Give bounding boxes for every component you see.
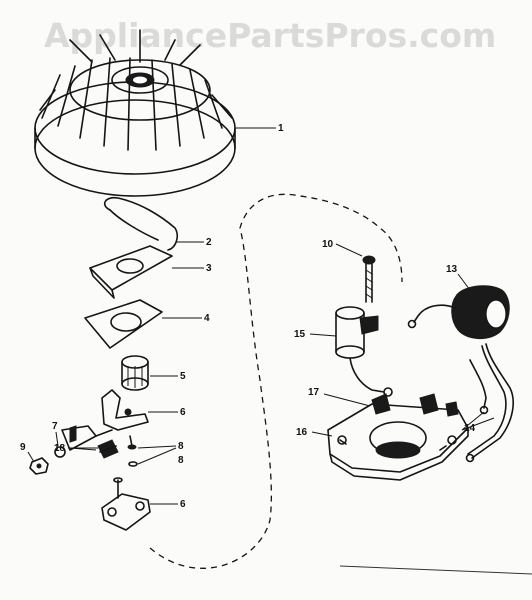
callout-7: 7 (52, 421, 58, 432)
callout-8-upper: 8 (178, 441, 184, 452)
callout-8-lower: 8 (178, 455, 184, 466)
callout-4: 4 (204, 313, 210, 324)
condenser-part[interactable] (335, 306, 393, 397)
nut-part[interactable] (29, 457, 49, 475)
flywheel-part[interactable] (34, 29, 236, 197)
screw-washer-part[interactable] (54, 446, 66, 458)
callout-14: 14 (464, 423, 476, 434)
callout-6-lower: 6 (180, 499, 186, 510)
callout-10: 10 (322, 239, 334, 250)
callout-6-upper: 6 (180, 407, 186, 418)
callout-17: 17 (308, 387, 320, 398)
ignition-coil-part[interactable] (407, 285, 510, 339)
wire-clip-part[interactable] (103, 196, 178, 251)
callout-2: 2 (206, 237, 212, 248)
ignition-wires-part[interactable] (465, 343, 514, 463)
breaker-cover-part[interactable] (89, 245, 173, 299)
gasket-part[interactable] (84, 299, 163, 349)
bracket-part[interactable] (101, 477, 151, 531)
breaker-points-part[interactable] (61, 389, 149, 451)
leader-lines (27, 127, 495, 505)
stator-plate-part[interactable] (327, 393, 469, 481)
watermark-logo: AppliancePartsPros.com (44, 16, 497, 55)
screws-part[interactable] (127, 435, 138, 467)
clip-part[interactable] (97, 439, 119, 459)
callout-1: 1 (278, 123, 284, 134)
mounting-screw-part[interactable] (362, 255, 376, 303)
callout-18: 18 (54, 443, 66, 454)
callout-3: 3 (206, 263, 212, 274)
callout-9: 9 (20, 442, 26, 453)
bottom-rule (339, 565, 532, 575)
callout-16: 16 (296, 427, 308, 438)
callout-13: 13 (446, 264, 458, 275)
group-boundary-dashed (149, 193, 403, 569)
callout-15: 15 (294, 329, 306, 340)
cam-part[interactable] (121, 355, 149, 391)
callout-5: 5 (180, 371, 186, 382)
